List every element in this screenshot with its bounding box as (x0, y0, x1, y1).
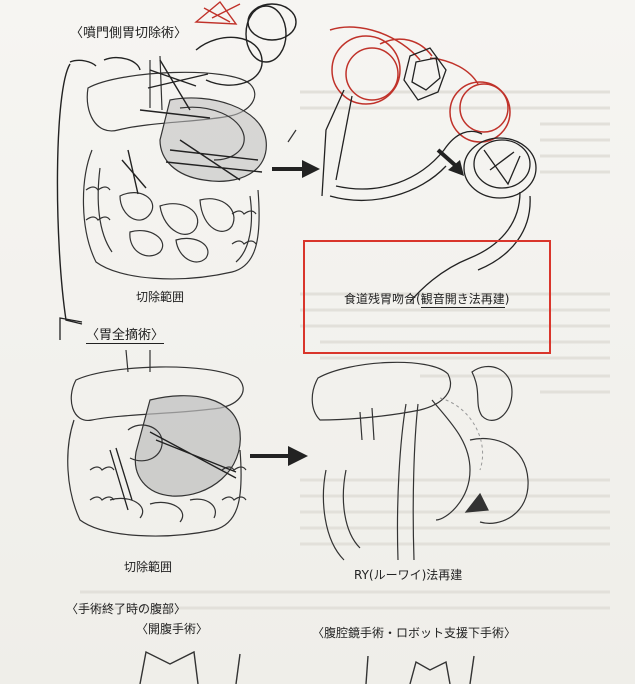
anastomosis-text: 食道残胃吻合( (344, 292, 421, 306)
open-surgery-label: 〈開腹手術〉 (136, 622, 209, 636)
paren-close-text: ) (504, 292, 510, 306)
anastomosis-label: 食道残胃吻合(観音開き法再建) (344, 290, 510, 308)
double-flap-text: 観音開き法再建 (420, 292, 505, 308)
ry-reconstruction-label: RY(ルーワイ)法再建 (354, 568, 463, 582)
distal-gastrectomy-label: 〈噴門側胃切除術〉 (70, 26, 188, 41)
laparoscopic-label: 〈腹腔鏡手術・ロボット支援下手術〉 (312, 626, 517, 640)
resection-range-label-2: 切除範囲 (124, 560, 173, 574)
resection-range-label: 切除範囲 (136, 290, 185, 304)
abdomen-after-label: 〈手術終了時の腹部〉 (66, 602, 187, 616)
highlight-box (303, 240, 551, 354)
total-gastrectomy-text: 〈胃全摘術〉 (86, 328, 165, 344)
total-gastrectomy-label: 〈胃全摘術〉 (86, 324, 165, 344)
